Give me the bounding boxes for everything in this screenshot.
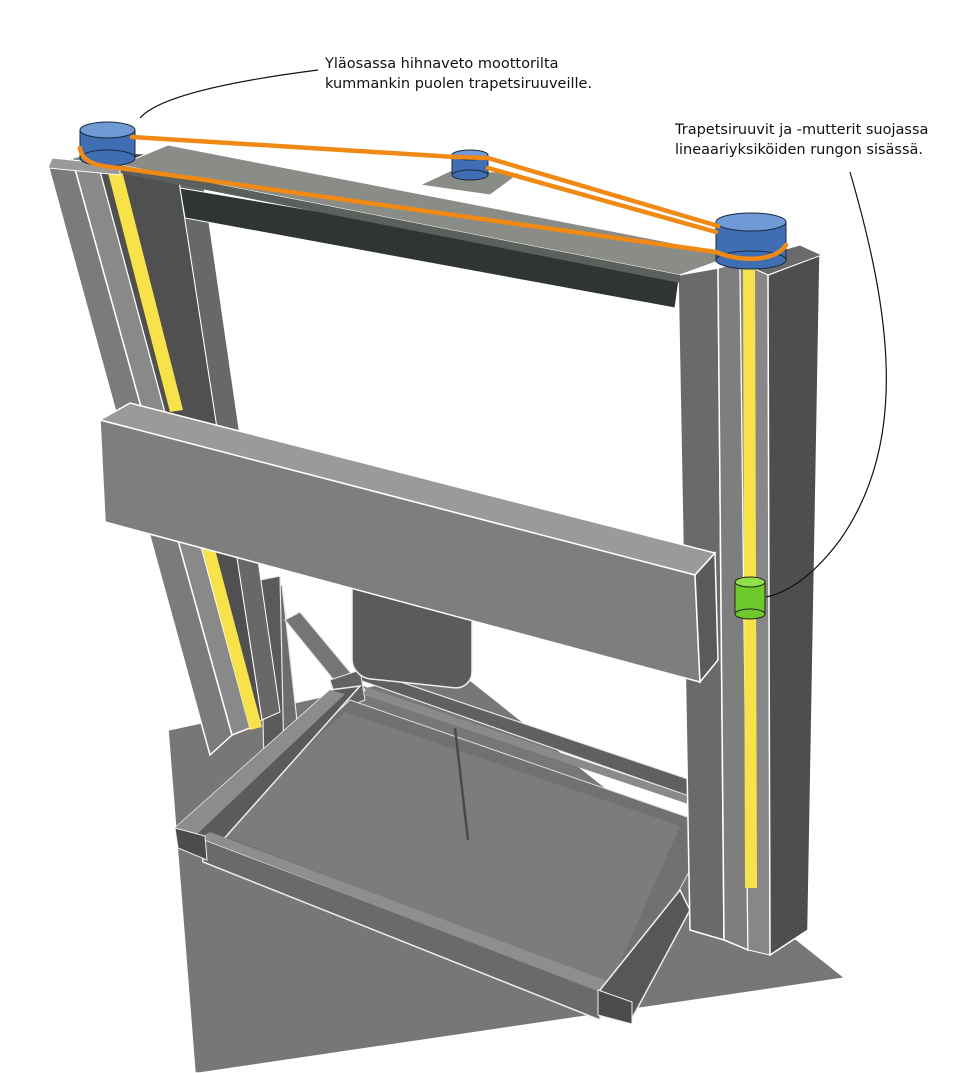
callout-top-line-1: Yläosassa hihnaveto moottorilta (325, 56, 559, 72)
front-crossbar-end (694, 551, 719, 684)
callout-leader-top (139, 69, 319, 119)
pulley-left (79, 121, 136, 167)
callout-lead-screws: Trapetsiruuvit ja -mutterit suojassa lin… (675, 120, 928, 160)
tray-inner (215, 712, 680, 985)
drive-belt (77, 134, 789, 262)
lead-screw-right (743, 262, 757, 888)
callout-right-line-1: Trapetsiruuvit ja -mutterit suojassa (675, 122, 929, 138)
carriage-rail-left-top (175, 690, 345, 836)
lead-screw-nut (734, 576, 766, 620)
callout-top-line-2: kummankin puolen trapetsiruuveille. (325, 76, 593, 92)
carriage-rail-end-left (174, 827, 208, 861)
rear-rail-top (355, 685, 700, 808)
callout-leader-right (765, 171, 887, 598)
carriage-rail-front-top (200, 832, 610, 992)
top-crossbar-front (120, 165, 680, 283)
pulley-middle (451, 149, 489, 181)
carriage-rail-end (597, 989, 633, 1025)
centre-rod (453, 727, 470, 841)
lead-screw-left-upper (106, 163, 183, 412)
right-column-side (767, 253, 821, 957)
middle-mount-plate (418, 169, 522, 196)
callout-top-belt: Yläosassa hihnaveto moottorilta kummanki… (325, 54, 592, 94)
lead-screw-left-lower (200, 538, 262, 730)
callout-right-line-2: lineaariyksiköiden rungon sisässä. (675, 142, 924, 158)
